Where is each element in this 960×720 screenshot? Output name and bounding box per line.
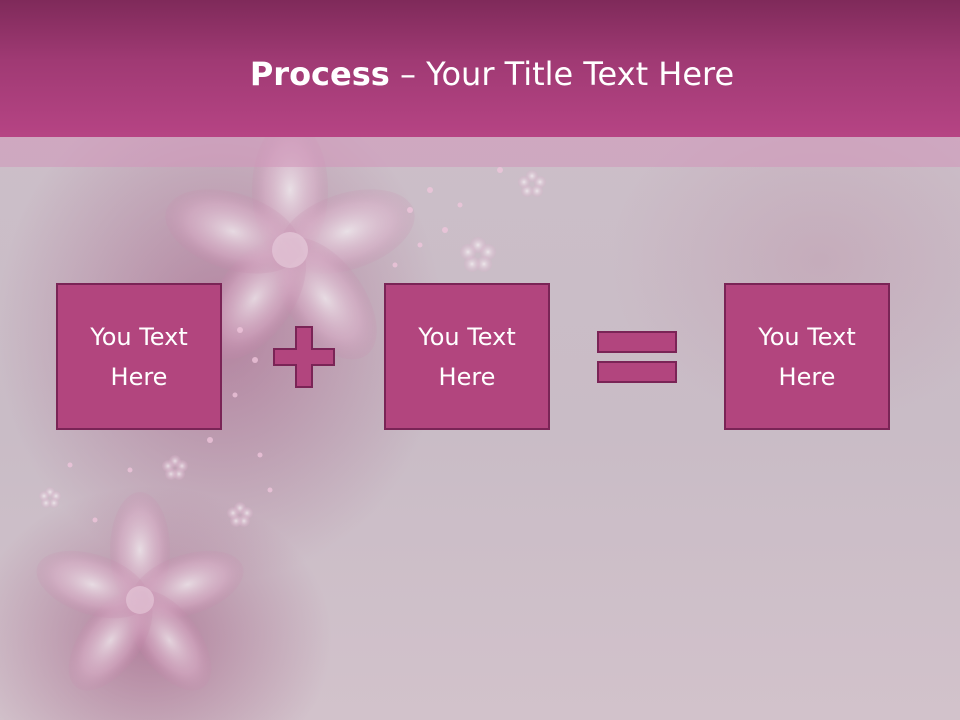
header-band [0, 0, 960, 137]
slide-title-bold: Process [249, 55, 390, 93]
process-box-1[interactable]: You Text Here [56, 283, 222, 430]
process-box-3-text: You Text Here [758, 322, 856, 391]
process-box-1-text: You Text Here [90, 322, 188, 391]
process-box-2[interactable]: You Text Here [384, 283, 550, 430]
equals-icon [597, 331, 677, 383]
slide-title[interactable]: Process – Your Title Text Here [0, 52, 960, 96]
plus-icon [273, 326, 335, 388]
slide-title-rest: – Your Title Text Here [389, 55, 735, 93]
process-box-2-text: You Text Here [418, 322, 516, 391]
process-box-3[interactable]: You Text Here [724, 283, 890, 430]
header-strip [0, 137, 960, 167]
